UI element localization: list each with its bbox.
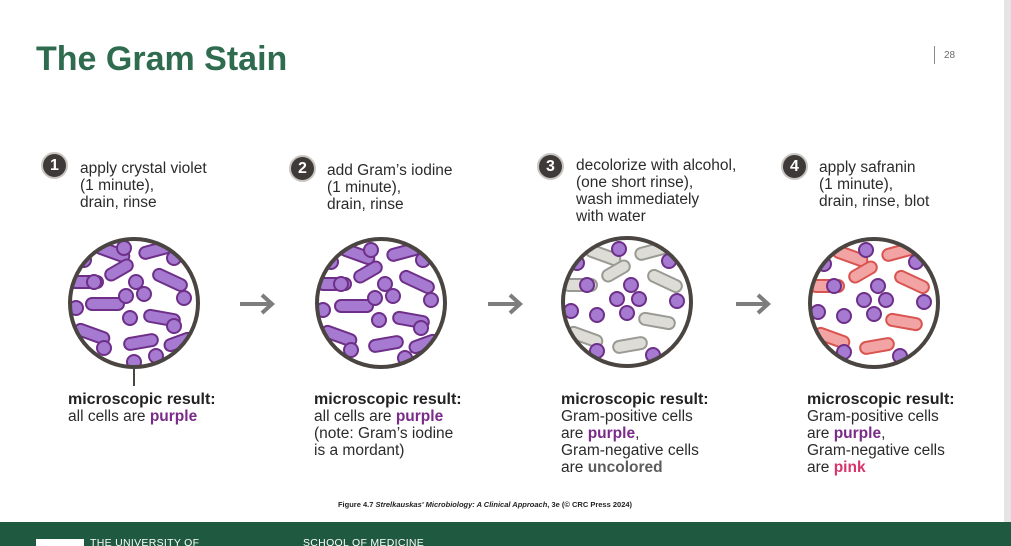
caption-suffix: , 3e (© CRC Press 2024): [547, 500, 633, 509]
result-text-span: are: [561, 459, 588, 476]
uncolored-highlight: uncolored: [587, 459, 663, 476]
purple-highlight: purple: [587, 425, 636, 442]
step-line: decolorize with alcohol,: [576, 157, 737, 174]
step-line: (one short rinse),: [576, 174, 694, 191]
result-line: Gram-positive cells: [807, 408, 939, 425]
pink-highlight: pink: [833, 459, 866, 476]
microscope-view-gram-iodine: [315, 237, 447, 369]
step-instructions: decolorize with alcohol, (one short rins…: [576, 157, 736, 225]
result-note: is a mordant): [314, 442, 405, 459]
step-line: with water: [576, 208, 646, 225]
step-number-badge: 2: [289, 155, 316, 182]
page-number-divider: [934, 46, 935, 64]
step-line: (1 minute),: [327, 179, 402, 196]
result-text-span: all cells are: [314, 408, 396, 425]
result-line: are pink: [807, 459, 955, 476]
figure-caption: Figure 4.7 Strelkauskas' Microbiology: A…: [0, 500, 970, 509]
footer-university-name: THE UNIVERSITY OF: [90, 537, 200, 546]
result-title: microscopic result:: [807, 391, 955, 408]
result-text: microscopic result: Gram-positive cells …: [561, 391, 709, 476]
result-line: Gram-positive cells: [561, 408, 693, 425]
step-instructions: apply safranin (1 minute), drain, rinse,…: [819, 159, 929, 210]
university-logo: [36, 539, 84, 546]
step-line: drain, rinse: [327, 196, 404, 213]
caption-prefix: Figure 4.7: [337, 500, 376, 509]
result-line: all cells are purple: [68, 408, 216, 425]
result-line: are uncolored: [561, 459, 709, 476]
step-number-badge: 4: [781, 153, 808, 180]
result-line: Gram-negative cells: [807, 442, 945, 459]
step-line: drain, rinse: [80, 194, 157, 211]
result-text-span: are: [807, 459, 834, 476]
caption-book-title: Strelkauskas' Microbiology: A Clinical A…: [375, 500, 548, 509]
step-line: drain, rinse, blot: [819, 193, 930, 210]
step-line: apply crystal violet: [80, 160, 207, 177]
result-line: all cells are purple: [314, 408, 462, 425]
microscope-view-crystal-violet: [68, 237, 200, 386]
step-instructions: apply crystal violet (1 minute), drain, …: [80, 160, 207, 211]
step-line: apply safranin: [819, 159, 916, 176]
result-text-span: ,: [881, 425, 886, 442]
result-text: microscopic result: all cells are purple: [68, 391, 216, 425]
result-text-span: are: [807, 425, 834, 442]
step-line: (1 minute),: [80, 177, 155, 194]
step-line: (1 minute),: [819, 176, 894, 193]
slide-edge-strip: [1004, 0, 1011, 522]
microscope-view-safranin: [808, 237, 940, 369]
arrow-right-icon: [488, 293, 523, 315]
result-line: are purple,: [561, 425, 709, 442]
step-number-badge: 3: [537, 153, 564, 180]
purple-highlight: purple: [149, 408, 198, 425]
step-line: wash immediately: [576, 191, 700, 208]
result-text-span: all cells are: [68, 408, 150, 425]
footer-bar: [0, 522, 1011, 546]
result-line: are purple,: [807, 425, 955, 442]
result-title: microscopic result:: [68, 391, 216, 408]
result-text-span: are: [561, 425, 588, 442]
arrow-right-icon: [240, 293, 275, 315]
result-line: Gram-negative cells: [561, 442, 699, 459]
purple-highlight: purple: [833, 425, 882, 442]
result-title: microscopic result:: [561, 391, 709, 408]
microscope-view-decolorized: [561, 236, 693, 368]
result-text: microscopic result: Gram-positive cells …: [807, 391, 955, 476]
result-text-span: ,: [635, 425, 640, 442]
step-line: add Gram’s iodine: [327, 162, 453, 179]
arrow-right-icon: [736, 293, 771, 315]
result-title: microscopic result:: [314, 391, 462, 408]
step-instructions: add Gram’s iodine (1 minute), drain, rin…: [327, 162, 453, 213]
page-title: The Gram Stain: [36, 40, 288, 78]
result-note: (note: Gram’s iodine: [314, 425, 454, 442]
step-number-badge: 1: [41, 152, 68, 179]
purple-highlight: purple: [395, 408, 444, 425]
footer-school-name: SCHOOL OF MEDICINE: [303, 537, 425, 546]
page-number: 28: [944, 50, 956, 61]
result-text: microscopic result: all cells are purple…: [314, 391, 462, 459]
